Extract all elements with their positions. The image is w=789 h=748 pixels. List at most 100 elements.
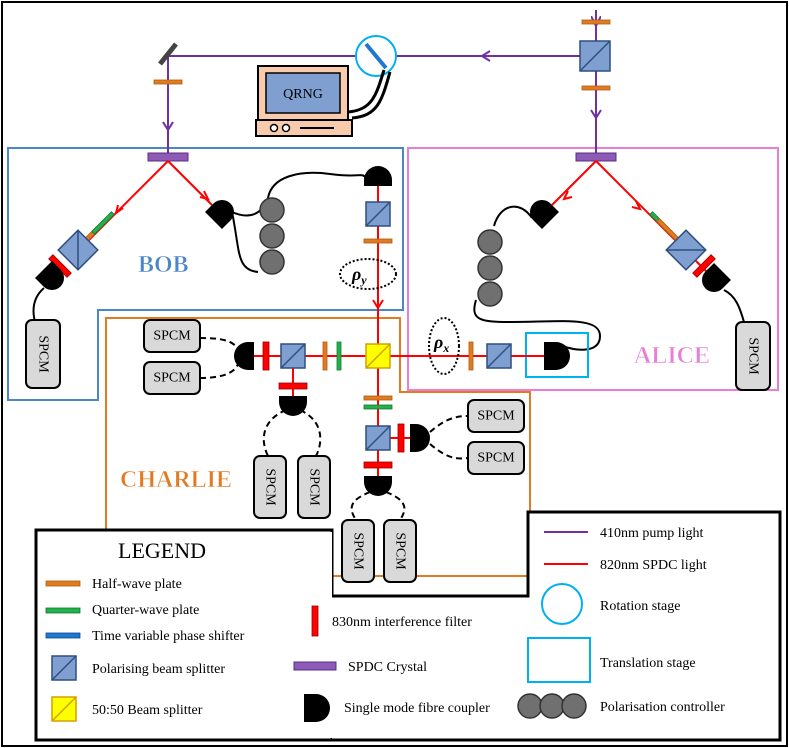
spcm-detector: SPCM	[467, 441, 525, 475]
legend-polcontroller-swatch	[517, 693, 587, 719]
half-wave-plate	[363, 395, 393, 401]
svg-text:SPCM: SPCM	[477, 409, 515, 424]
spdc-arrow	[114, 204, 124, 216]
spcm-detector: SPCM	[341, 519, 375, 583]
rotation-stage	[355, 35, 397, 77]
fibre	[429, 443, 469, 460]
spcm-detector: SPCM	[297, 455, 331, 519]
polarising-beam-splitter	[365, 201, 391, 227]
spcm-detector: SPCM	[735, 321, 771, 391]
legend-title: LEGEND	[118, 538, 206, 563]
svg-text:SPCM: SPCM	[153, 329, 191, 344]
polarisation-controller	[259, 197, 285, 275]
mirror	[158, 42, 178, 66]
fibre-coupler	[364, 476, 392, 496]
qrng-label: QRNG	[283, 87, 323, 102]
legend-rotation-swatch	[541, 583, 583, 625]
pump-arrow-bob	[162, 121, 174, 132]
charlie-label: CHARLIE	[120, 467, 232, 493]
fibre	[267, 171, 367, 199]
qrng-cable	[351, 71, 392, 120]
alice-region-box	[407, 147, 779, 391]
alice-label: ALICE	[634, 343, 710, 369]
legend-phase-shifter-swatch	[45, 632, 81, 639]
fibre	[199, 337, 239, 351]
fibre	[385, 491, 406, 521]
legend-polcontroller-label: Polarisation controller	[600, 700, 725, 715]
quarter-wave-plate	[336, 341, 342, 371]
spdc-crystal	[575, 152, 617, 162]
legend-translation-swatch	[527, 637, 591, 683]
fibre-coupler	[702, 263, 731, 292]
fibre	[723, 289, 745, 323]
half-wave-plate	[656, 218, 680, 242]
spcm-detector: SPCM	[25, 319, 61, 389]
pump-arrow-left	[480, 50, 491, 62]
svg-text:SPCM: SPCM	[351, 532, 366, 570]
half-wave-plate	[581, 85, 611, 91]
spcm-detector: SPCM	[253, 455, 287, 519]
fibre	[429, 415, 469, 433]
legend-crystal-label: SPDC Crystal	[348, 660, 427, 675]
beam-splitter-50-50	[365, 343, 391, 369]
polarising-beam-splitter	[280, 343, 306, 369]
spdc-arrow	[199, 190, 210, 201]
half-wave-plate	[468, 341, 474, 371]
fibre-coupler	[35, 261, 64, 290]
spcm-detector: SPCM	[383, 519, 417, 583]
svg-text:SPCM: SPCM	[307, 468, 322, 506]
interference-filter	[692, 254, 716, 278]
legend-bs-label: 50:50 Beam splitter	[92, 703, 203, 718]
legend-quarter-wave-swatch	[45, 607, 81, 614]
legend-pbs-label: Polarising beam splitter	[92, 662, 225, 677]
rho-y-state-marker	[339, 258, 397, 290]
legend-spdc-label: 820nm SPDC light	[600, 558, 707, 573]
rho-y-label: ρy	[351, 264, 367, 287]
half-wave-plate	[581, 19, 611, 25]
svg-text:SPCM: SPCM	[477, 451, 515, 466]
qrng-computer	[255, 65, 353, 137]
legend-filter-swatch	[311, 605, 319, 637]
legend-mask	[38, 532, 332, 738]
fibre	[262, 409, 287, 457]
legend-pump-label: 410nm pump light	[600, 526, 704, 541]
legend-mask	[530, 514, 778, 598]
fibre-coupler	[205, 200, 234, 229]
interference-filter	[397, 423, 405, 453]
spcm-detector: SPCM	[143, 319, 201, 353]
fibre	[350, 491, 371, 521]
rho-x-state-marker	[428, 317, 460, 375]
spdc-arrow	[562, 190, 573, 201]
interference-filter	[278, 382, 308, 390]
fibre	[199, 363, 239, 379]
fibre-coupler	[530, 200, 559, 229]
pump-arrow-alice	[590, 109, 602, 120]
fibre	[299, 409, 322, 457]
fibre	[493, 205, 533, 227]
legend-bs-swatch	[51, 696, 77, 722]
spcm-detector: SPCM	[467, 399, 525, 433]
spdc-arrow	[631, 200, 642, 211]
half-wave-plate	[363, 238, 393, 244]
legend-coupler-swatch	[304, 694, 330, 722]
legend-translation-label: Translation stage	[600, 656, 696, 671]
spcm-detector: SPCM	[143, 361, 201, 395]
svg-text:SPCM: SPCM	[153, 371, 191, 386]
svg-text:SPCM: SPCM	[36, 335, 51, 373]
spdc-crystal	[147, 152, 189, 162]
fibre-coupler	[279, 396, 307, 416]
fibre-coupler	[234, 342, 254, 370]
legend-coupler-label: Single mode fibre coupler	[344, 701, 490, 716]
bob-label: BOB	[138, 252, 189, 278]
legend-phase-shifter-label: Time variable phase shifter	[92, 629, 245, 644]
fibre-coupler	[410, 424, 430, 452]
fibre	[231, 211, 259, 273]
quarter-wave-plate	[363, 404, 393, 410]
polarising-beam-splitter	[486, 343, 512, 369]
spdc-arrow	[372, 299, 384, 310]
svg-text:SPCM: SPCM	[393, 532, 408, 570]
polarising-beam-splitter	[665, 229, 707, 271]
quarter-wave-plate	[91, 211, 115, 235]
